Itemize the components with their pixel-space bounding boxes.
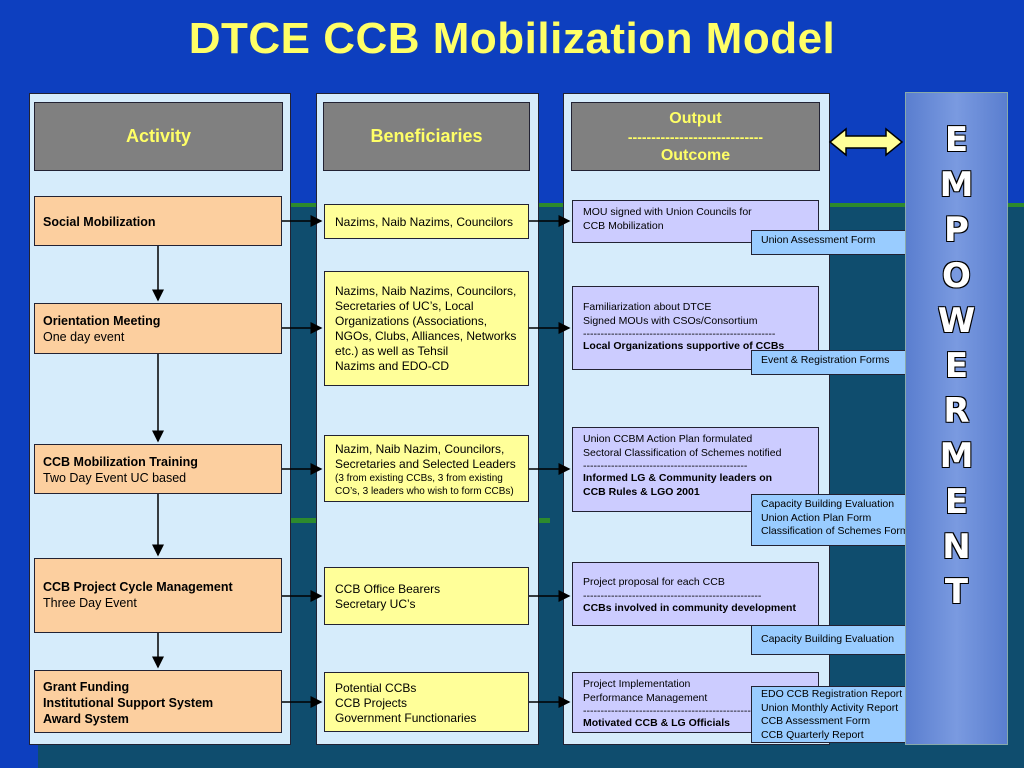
form-tag-line: Union Action Plan Form <box>761 511 872 524</box>
output-outcome-header: Output ----------------------------- Out… <box>571 102 820 171</box>
activity-subtitle: Institutional Support System <box>43 696 214 710</box>
activity-header: Activity <box>34 102 283 171</box>
form-tag: Capacity Building Evaluation Union Actio… <box>751 494 930 546</box>
output-label: Output <box>669 109 722 127</box>
output-separator: ----------------------------------------… <box>583 460 748 472</box>
outcome-label: Outcome <box>660 146 731 164</box>
activity-subtitle: Two Day Event UC based <box>43 471 187 485</box>
output-line: Sectoral Classification of Schemes notif… <box>583 446 782 459</box>
activity-title: Social Mobilization <box>43 215 156 229</box>
form-tag: Capacity Building Evaluation <box>751 625 930 655</box>
page-title: DTCE CCB Mobilization Model <box>188 14 836 63</box>
empowerment-letter: N <box>942 526 971 567</box>
output-separator: ----------------------------- <box>627 128 764 145</box>
beneficiary-line: NGOs, Clubs, Alliances, Networks <box>335 329 517 343</box>
beneficiary-line: Organizations (Associations, <box>335 314 488 328</box>
beneficiary-line: Nazims, Naib Nazims, Councilors, <box>335 284 517 298</box>
beneficiary-line: Nazim, Naib Nazim, Councilors, <box>335 442 505 456</box>
form-tag-line: CCB Quarterly Report <box>761 728 864 741</box>
outcome-text: Local Organizations supportive of CCBs <box>583 340 785 352</box>
activity-box: Grant Funding Institutional Support Syst… <box>34 670 282 733</box>
form-tag: Union Assessment Form <box>751 230 930 255</box>
beneficiary-box: Nazim, Naib Nazim, Councilors, Secretari… <box>324 435 529 502</box>
output-line: Familiarization about DTCE <box>583 301 712 313</box>
empowerment-letter: M <box>939 165 974 206</box>
form-tag-line: Capacity Building Evaluation <box>761 633 895 645</box>
empowerment-letter: R <box>943 391 970 432</box>
beneficiary-line: Potential CCBs <box>335 681 417 695</box>
double-headed-arrow <box>828 127 904 157</box>
empowerment-letter: P <box>944 210 969 251</box>
empowerment-letter: E <box>944 345 969 386</box>
activity-box: Orientation Meeting One day event <box>34 303 282 354</box>
beneficiaries-column <box>316 93 539 745</box>
beneficiary-line: CCB Office Bearers <box>335 582 441 596</box>
empowerment-letter: W <box>937 300 976 341</box>
beneficiary-line: Secretary UC’s <box>335 597 416 611</box>
beneficiary-line: Secretaries of UC’s, Local <box>335 299 474 313</box>
form-tag-line: EDO CCB Registration Report <box>761 688 903 700</box>
beneficiary-line: Government Functionaries <box>335 711 477 725</box>
output-box: Project proposal for each CCB ----------… <box>572 562 819 626</box>
activity-title: Grant Funding <box>43 680 130 694</box>
output-line: MOU signed with Union Councils for <box>583 206 752 218</box>
beneficiary-line: Nazims and EDO-CD <box>335 359 450 373</box>
beneficiaries-header: Beneficiaries <box>323 102 530 171</box>
output-separator: ----------------------------------------… <box>583 589 762 602</box>
form-tag-line: Event & Registration Forms <box>761 354 890 366</box>
empowerment-letter: T <box>944 571 969 612</box>
empowerment-letter: O <box>942 255 971 296</box>
activity-subtitle-2: Award System <box>43 712 129 726</box>
beneficiary-box: Nazims, Naib Nazims, Councilors <box>324 204 529 239</box>
form-tag-line: Capacity Building Evaluation <box>761 498 895 510</box>
beneficiary-note: CO’s, 3 leaders who wish to form CCBs) <box>335 486 514 497</box>
empowerment-bar: E M P O W E R M E N T <box>905 92 1008 745</box>
outcome-text: CCBs involved in community development <box>583 601 796 614</box>
beneficiary-line: Secretaries and Selected Leaders <box>335 457 516 471</box>
beneficiary-box: Nazims, Naib Nazims, Councilors, Secreta… <box>324 271 529 386</box>
beneficiary-line: etc.) as well as Tehsil <box>335 344 449 358</box>
empowerment-letter: E <box>944 120 969 160</box>
form-tag-line: Union Monthly Activity Report <box>761 701 899 714</box>
activity-subtitle: Three Day Event <box>43 596 137 610</box>
activity-box: CCB Mobilization Training Two Day Event … <box>34 444 282 494</box>
activity-title: Orientation Meeting <box>43 314 161 328</box>
beneficiary-note: (3 from existing CCBs, 3 from existing <box>335 473 503 484</box>
output-line: Signed MOUs with CSOs/Consortium <box>583 314 758 327</box>
empowerment-letter: E <box>944 481 969 522</box>
output-separator: ----------------------------------------… <box>583 328 776 340</box>
activity-title: CCB Project Cycle Management <box>43 580 233 594</box>
empowerment-letter: M <box>939 436 974 477</box>
output-line: Union CCBM Action Plan formulated <box>583 433 753 445</box>
activity-subtitle: One day event <box>43 330 125 344</box>
beneficiary-line: Nazims, Naib Nazims, Councilors <box>335 215 514 229</box>
output-separator: ----------------------------------------… <box>583 705 762 717</box>
activity-title: CCB Mobilization Training <box>43 455 198 469</box>
form-tag-line: Union Assessment Form <box>761 234 876 246</box>
outcome-text: Informed LG & Community leaders on CCB R… <box>583 472 773 498</box>
output-box: Familiarization about DTCE Signed MOUs w… <box>572 286 819 370</box>
activity-box: CCB Project Cycle Management Three Day E… <box>34 558 282 633</box>
form-tag: Event & Registration Forms <box>751 350 930 375</box>
beneficiary-box: Potential CCBs CCB Projects Government F… <box>324 672 529 732</box>
beneficiary-line: CCB Projects <box>335 696 408 710</box>
form-tag-line: Classification of Schemes Form <box>761 525 909 537</box>
outcome-text: Motivated CCB & LG Officials <box>583 717 731 729</box>
activity-box: Social Mobilization <box>34 196 282 246</box>
output-line: Performance Management <box>583 691 708 704</box>
output-line: CCB Mobilization <box>583 219 664 232</box>
beneficiary-box: CCB Office Bearers Secretary UC’s <box>324 567 529 625</box>
output-line: Project proposal for each CCB <box>583 576 725 588</box>
form-tag-line: CCB Assessment Form <box>761 715 871 727</box>
output-line: Project Implementation <box>583 678 691 690</box>
